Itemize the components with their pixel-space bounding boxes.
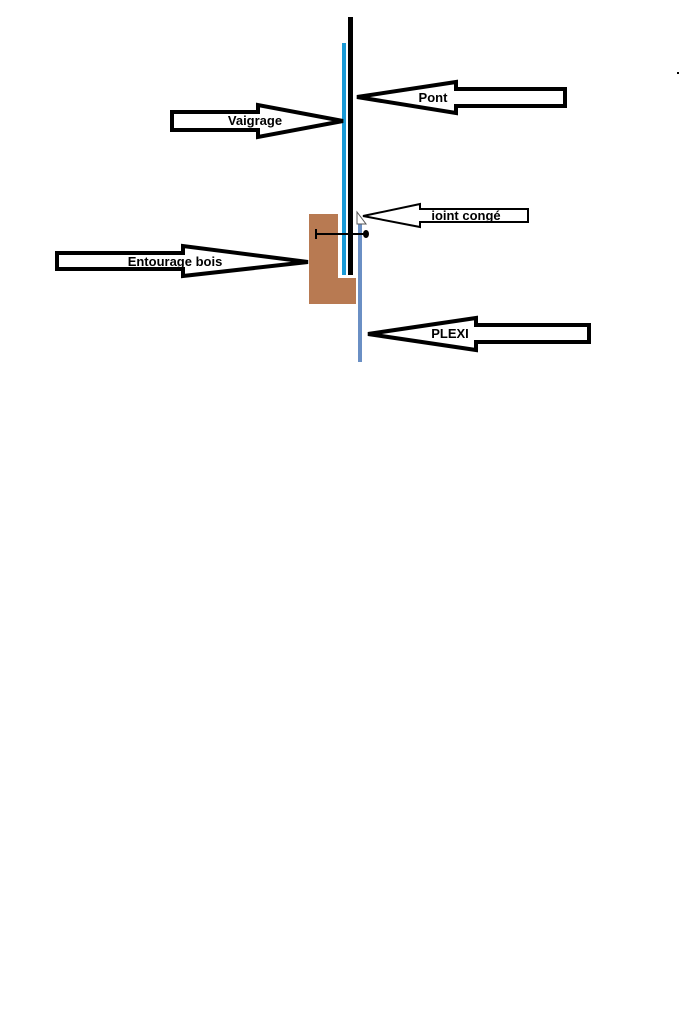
plexi-label: PLEXI [431,326,469,341]
entourage-bois-callout: Entourage bois [55,243,309,279]
vaigrage-arrow [170,102,344,140]
vaigrage-line [342,43,346,275]
vaigrage-label: Vaigrage [228,113,282,128]
stray-mark [677,72,679,74]
pont-line [348,17,353,275]
entourage-bois-label: Entourage bois [128,254,223,269]
vaigrage-callout: Vaigrage [170,102,344,140]
entourage-bois-shape [309,214,356,304]
pont-label: Pont [419,90,449,105]
joint-conge-callout: ioint congé [362,202,529,229]
bolt-nut [363,230,369,238]
entourage-bois-arrow [55,243,309,279]
joint-conge-arrow [362,202,529,229]
joint-conge-fillet [356,210,367,225]
plexi-line [358,224,362,362]
joint-conge-label: ioint congé [431,208,500,223]
pont-arrow [356,79,567,116]
plexi-arrow [367,315,591,353]
plexi-callout: PLEXI [367,315,591,353]
pont-callout: Pont [356,79,567,116]
